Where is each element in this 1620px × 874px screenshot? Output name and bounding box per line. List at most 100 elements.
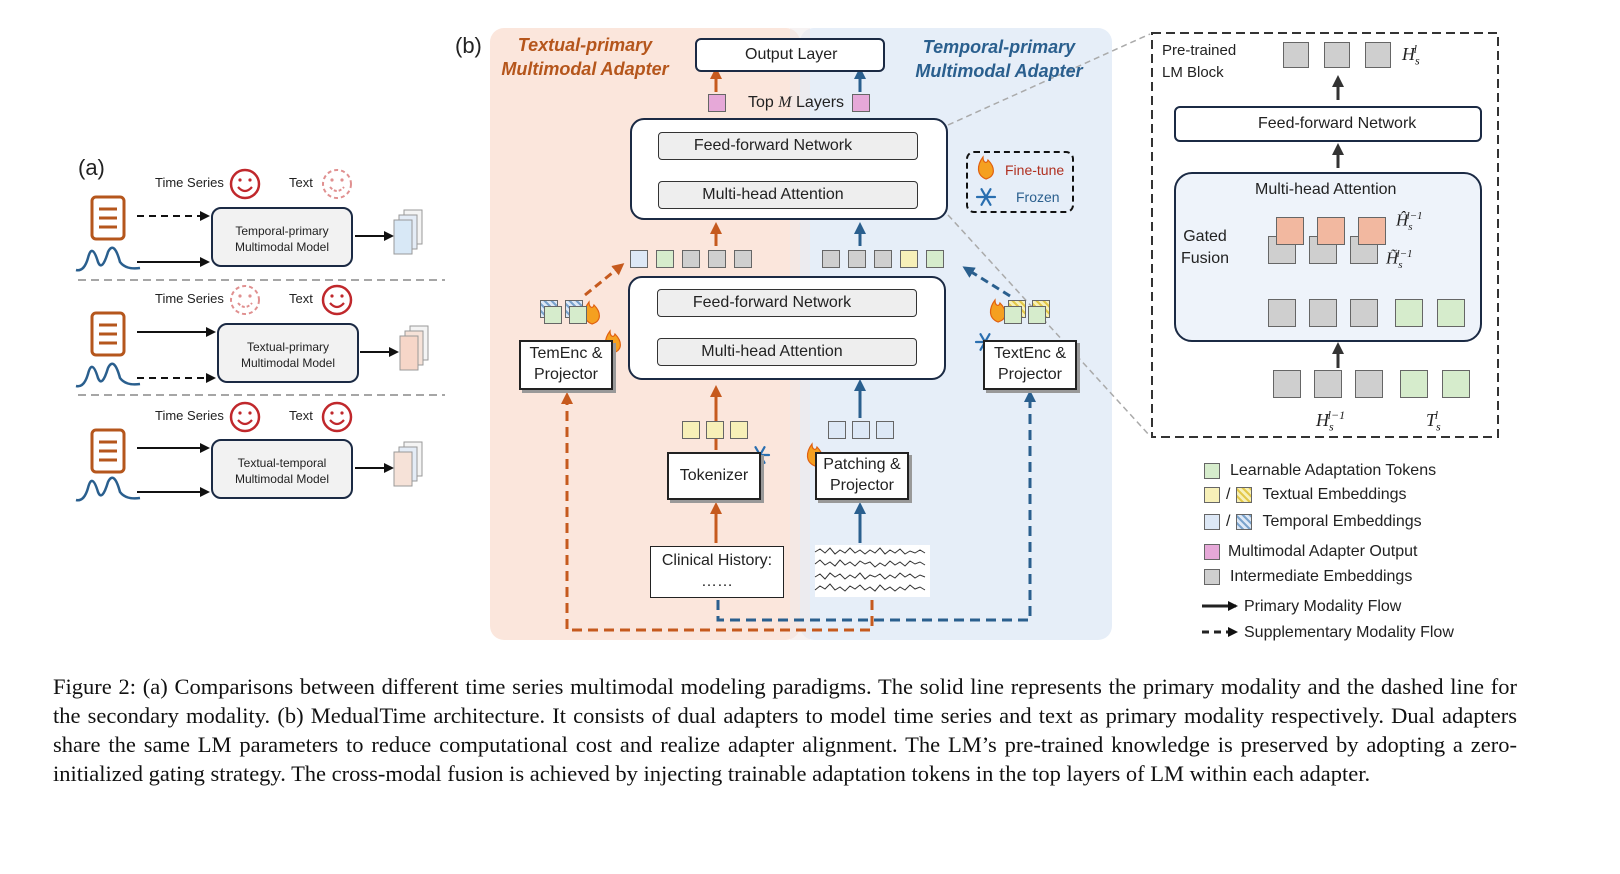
textual-primary-title: Textual-primary Multimodal Adapter bbox=[492, 33, 678, 81]
panel-b-label: (b) bbox=[455, 33, 482, 58]
gated-token bbox=[1358, 217, 1386, 245]
symbol: H bbox=[1316, 410, 1329, 430]
legend-label: Intermediate Embeddings bbox=[1230, 568, 1413, 585]
legend-swatch bbox=[1204, 569, 1220, 585]
model-name-line: Textual-temporal bbox=[237, 456, 327, 470]
document-icon bbox=[90, 195, 126, 241]
text-label: Text bbox=[289, 291, 313, 306]
clinical-line: …… bbox=[701, 573, 733, 590]
title-line: Textual-primary bbox=[517, 35, 653, 55]
symbol: Ĥ bbox=[1396, 210, 1409, 230]
adaptation-token bbox=[1437, 299, 1465, 327]
detail-frame bbox=[1151, 32, 1499, 438]
lower-mha-box: Multi-head Attention bbox=[657, 338, 917, 366]
temporal-token bbox=[828, 421, 846, 439]
intermediate-token bbox=[1314, 370, 1342, 398]
legend-swatch bbox=[1204, 463, 1220, 479]
temporal-primary-model-box: Temporal-primary Multimodal Model bbox=[211, 207, 353, 267]
legend-label: Temporal Embeddings bbox=[1262, 513, 1422, 530]
figure-caption: Figure 2: (a) Comparisons between differ… bbox=[53, 674, 1517, 786]
textual-token bbox=[682, 421, 700, 439]
temenc-projector-box: TemEnc &Projector bbox=[519, 340, 613, 390]
intermediate-token bbox=[848, 250, 866, 268]
hs-l-label: Hsl bbox=[1402, 42, 1420, 68]
faded-smile-icon bbox=[322, 169, 352, 199]
textual-token bbox=[706, 421, 724, 439]
adaptation-token bbox=[544, 306, 562, 324]
detail-ffn-box: Feed-forward Network bbox=[1174, 106, 1482, 142]
upper-ffn-box: Feed-forward Network bbox=[658, 132, 918, 160]
intermediate-token bbox=[708, 250, 726, 268]
legend-adaptation: Learnable Adaptation Tokens bbox=[1204, 462, 1436, 480]
intermediate-token bbox=[1268, 299, 1296, 327]
top-layers-pre: Top bbox=[748, 94, 779, 111]
clinical-line: Clinical History: bbox=[661, 552, 773, 570]
symbol: H bbox=[1402, 44, 1415, 64]
panel-b-arrows bbox=[561, 33, 1151, 632]
detail-ffn-label: Feed-forward Network bbox=[1258, 115, 1417, 132]
intermediate-token bbox=[1273, 370, 1301, 398]
model-name-line: Textual-primary bbox=[246, 340, 330, 354]
legend-primary-flow: Primary Modality Flow bbox=[1244, 598, 1402, 615]
intermediate-token bbox=[822, 250, 840, 268]
temenc-line: Projector bbox=[533, 366, 598, 383]
output-stack-icon bbox=[393, 209, 429, 487]
gated-token bbox=[1317, 217, 1345, 245]
top-m-layers-label: Top M Layers bbox=[748, 94, 844, 112]
clinical-history-box: Clinical History: …… bbox=[650, 546, 784, 598]
model-name-line: Temporal-primary bbox=[235, 224, 329, 238]
hs-hat-label: Ĥsl−1 bbox=[1396, 210, 1423, 234]
panel-a-graphics bbox=[75, 168, 445, 502]
intermediate-token bbox=[734, 250, 752, 268]
textenc-projector-box: TextEnc & Projector bbox=[983, 340, 1077, 390]
output-token bbox=[1283, 42, 1309, 68]
textual-token bbox=[730, 421, 748, 439]
panel-a-label: (a) bbox=[78, 155, 105, 180]
hs-prev-label: Hsl−1 bbox=[1316, 408, 1346, 434]
wave-icon bbox=[75, 362, 141, 388]
textenc-line: Projector bbox=[997, 366, 1063, 383]
adaptation-token bbox=[569, 306, 587, 324]
temporal-token bbox=[630, 250, 648, 268]
gated-line: Gated bbox=[1183, 228, 1227, 245]
smile-icon bbox=[321, 401, 353, 433]
document-icon bbox=[90, 311, 126, 357]
textenc-line: TextEnc & bbox=[993, 345, 1067, 363]
finetune-frozen-legend bbox=[966, 151, 1074, 213]
ts-label: Time Series bbox=[155, 175, 224, 190]
legend-swatch bbox=[1236, 487, 1253, 503]
model-name-line: Multimodal Model bbox=[240, 356, 336, 370]
title-line: Temporal-primary bbox=[922, 37, 1076, 57]
textual-temporal-model-box: Textual-temporal Multimodal Model bbox=[211, 439, 353, 499]
tokenizer-box: Tokenizer bbox=[667, 452, 761, 500]
legend-swatch bbox=[1204, 544, 1220, 560]
smile-icon bbox=[229, 401, 261, 433]
pretrained-lm-block-title: Pre-trained LM Block bbox=[1162, 40, 1236, 84]
output-token bbox=[1365, 42, 1391, 68]
smile-icon bbox=[321, 284, 353, 316]
hs-tilde-label: H̃sl−1 bbox=[1386, 248, 1413, 272]
gated-token bbox=[1276, 217, 1304, 245]
legend-supplementary-flow: Supplementary Modality Flow bbox=[1244, 624, 1454, 641]
intermediate-token bbox=[682, 250, 700, 268]
intermediate-token bbox=[1350, 299, 1378, 327]
lower-ffn-box: Feed-forward Network bbox=[657, 289, 917, 317]
legend-temporal: / Temporal Embeddings bbox=[1204, 513, 1422, 531]
legend-adapter-output: Multimodal Adapter Output bbox=[1204, 543, 1417, 561]
tokenizer-label: Tokenizer bbox=[679, 466, 749, 484]
patching-line: Projector bbox=[829, 477, 894, 494]
legend-textual: / Textual Embeddings bbox=[1204, 486, 1407, 504]
temporal-token bbox=[876, 421, 894, 439]
patching-projector-box: Patching &Projector bbox=[815, 452, 909, 500]
adaptation-token bbox=[1395, 299, 1423, 327]
gated-line: Fusion bbox=[1181, 250, 1230, 267]
legend-swatch bbox=[1236, 514, 1253, 530]
intermediate-token bbox=[1355, 370, 1383, 398]
adapter-output-token bbox=[708, 94, 726, 112]
temporal-primary-title: Temporal-primary Multimodal Adapter bbox=[906, 35, 1092, 83]
title-line: Pre-trained bbox=[1162, 42, 1237, 59]
symbol: T bbox=[1426, 410, 1437, 430]
snowflake-icon bbox=[975, 188, 997, 206]
textual-primary-model-box: Textual-primary Multimodal Model bbox=[217, 323, 359, 383]
upper-mha-box: Multi-head Attention bbox=[658, 181, 918, 209]
